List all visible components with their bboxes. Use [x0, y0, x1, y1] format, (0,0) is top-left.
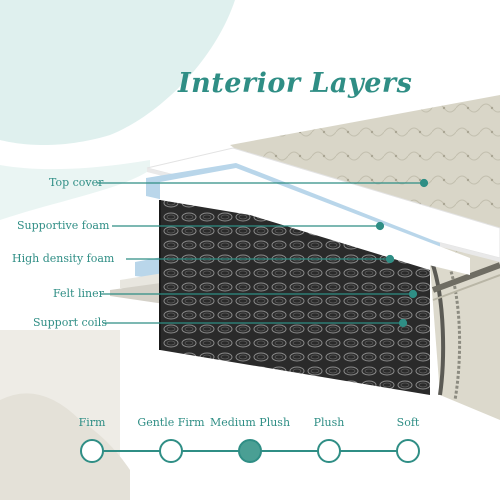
firmness-label-firm: Firm [78, 416, 106, 429]
firmness-label-plush: Plush [313, 416, 345, 429]
layer-label-support-coils: Support coils [33, 316, 107, 329]
layer-label-high-density-foam: High density foam [12, 252, 115, 265]
firmness-label-gentle-firm: Gentle Firm [137, 416, 205, 429]
layer-label-felt-liner: Felt liner [53, 287, 104, 300]
firmness-label-soft: Soft [396, 416, 420, 429]
layer-label-top-cover: Top cover [49, 176, 104, 189]
layer-label-supportive-foam: Supportive foam [17, 219, 110, 232]
firmness-label-medium-plush: Medium Plush [209, 416, 291, 429]
